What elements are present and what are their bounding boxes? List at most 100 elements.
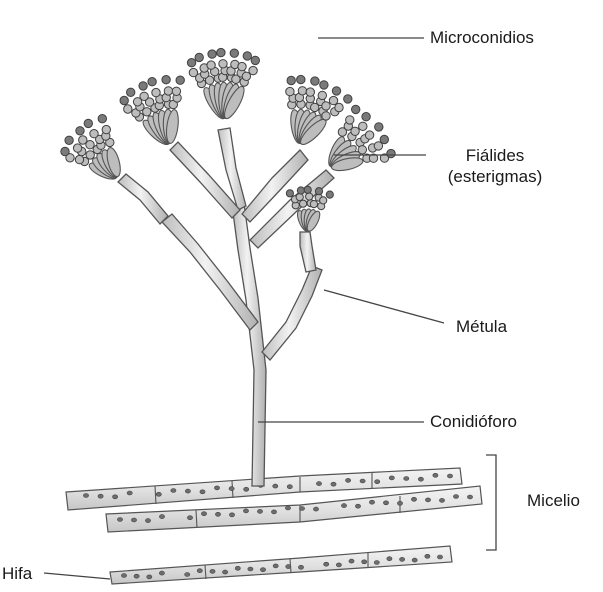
conidium — [251, 56, 259, 64]
nucleus — [273, 484, 278, 488]
label-fialides-line2: (esterigmas) — [430, 166, 560, 187]
mycelium — [66, 468, 482, 584]
nucleus — [117, 518, 122, 522]
conidium — [286, 190, 293, 197]
metula-stem — [118, 174, 168, 224]
conidium — [219, 60, 227, 68]
nucleus — [387, 557, 392, 561]
right-branch — [262, 266, 322, 360]
conidium — [346, 116, 354, 124]
micelio-bracket — [486, 455, 496, 550]
conidium — [298, 87, 306, 95]
conidium — [207, 61, 215, 69]
conidium — [344, 95, 352, 103]
nucleus — [375, 480, 380, 484]
conidium — [359, 122, 367, 130]
nucleus — [98, 494, 103, 498]
nucleus — [360, 479, 365, 483]
nucleus — [187, 516, 192, 520]
nucleus — [185, 573, 190, 577]
conidium — [362, 113, 370, 121]
nucleus — [83, 494, 88, 498]
nucleus — [439, 498, 444, 502]
nucleus — [287, 485, 292, 489]
conidium — [375, 123, 383, 131]
conidium — [172, 87, 180, 95]
conidium — [249, 66, 257, 74]
conidium — [286, 87, 294, 95]
nucleus — [400, 557, 405, 561]
nucleus — [210, 569, 215, 573]
conidium — [335, 103, 343, 111]
conidium — [90, 130, 98, 138]
conidium — [297, 75, 305, 83]
conidium — [387, 149, 395, 157]
nucleus — [425, 498, 430, 502]
conidium — [238, 62, 246, 70]
nucleus — [383, 501, 388, 505]
nucleus — [298, 565, 303, 569]
conidium — [86, 151, 94, 159]
conidium — [358, 146, 366, 154]
nucleus — [243, 509, 248, 513]
conidium — [148, 78, 156, 86]
conidium — [230, 49, 238, 57]
conidium — [296, 194, 303, 201]
nucleus — [425, 554, 430, 558]
conidium — [140, 92, 148, 100]
conidium — [326, 191, 333, 198]
conidium — [65, 136, 73, 144]
nucleus — [229, 487, 234, 491]
nucleus — [235, 566, 240, 570]
conidium — [189, 68, 197, 76]
conidium — [127, 88, 135, 96]
nucleus — [201, 512, 206, 516]
conidium — [152, 88, 160, 96]
conidium — [318, 91, 326, 99]
nucleus — [229, 513, 234, 517]
conidium — [176, 76, 184, 84]
conidium — [73, 144, 81, 152]
nucleus — [159, 571, 164, 575]
label-micelio: Micelio — [527, 490, 580, 511]
conidium — [187, 59, 195, 67]
conidium — [351, 127, 359, 135]
conidium — [320, 81, 328, 89]
nucleus — [200, 490, 205, 494]
conidium — [329, 96, 337, 104]
conidium — [195, 53, 203, 61]
nucleus — [215, 512, 220, 516]
conidium — [124, 105, 132, 113]
conidium — [365, 131, 373, 139]
nucleus — [197, 569, 202, 573]
leader-hifa — [44, 573, 110, 579]
nucleus — [313, 507, 318, 511]
nucleus — [447, 474, 452, 478]
conidium — [162, 76, 170, 84]
conidium — [139, 82, 147, 90]
nucleus — [271, 510, 276, 514]
nucleus — [159, 515, 164, 519]
metula-stem — [300, 232, 316, 272]
label-fialides-line1: Fiálides — [430, 145, 560, 166]
conidium — [315, 188, 322, 195]
conidium — [300, 200, 307, 207]
nucleus — [223, 570, 228, 574]
label-metula: Métula — [456, 316, 507, 337]
nucleus — [285, 506, 290, 510]
nucleus — [121, 574, 126, 578]
nucleus — [412, 558, 417, 562]
nucleus — [341, 504, 346, 508]
label-hifa: Hifa — [2, 563, 32, 584]
conidium — [79, 136, 87, 144]
nucleus — [331, 482, 336, 486]
conidium — [304, 186, 311, 193]
conidium — [332, 87, 340, 95]
conidium — [217, 48, 225, 56]
conidium — [120, 96, 128, 104]
conidium — [306, 88, 314, 96]
nucleus — [349, 559, 354, 563]
nucleus — [336, 563, 341, 567]
conidium — [76, 127, 84, 135]
